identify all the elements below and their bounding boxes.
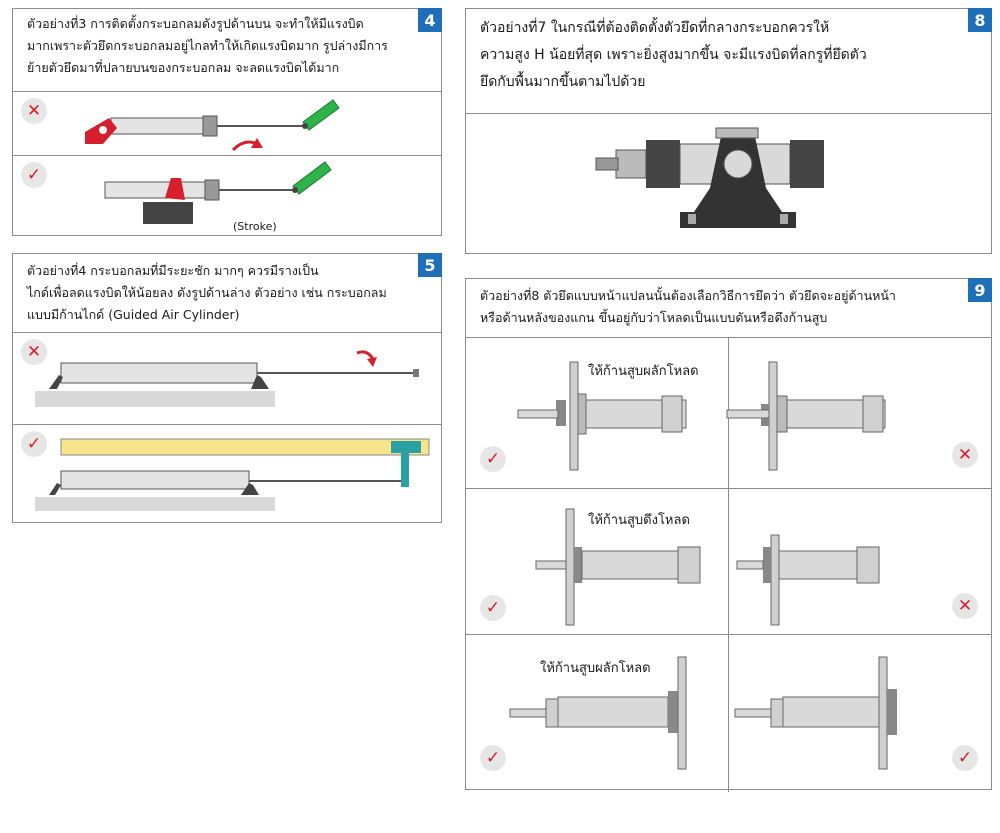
row-wrong: ✕ bbox=[13, 332, 441, 425]
guided-cylinder-correct-figure bbox=[35, 438, 430, 511]
correct-mark-icon: ✓ bbox=[952, 745, 978, 771]
stroke-label: (Stroke) bbox=[233, 220, 277, 233]
panel-caption: ตัวอย่างที่3 การติดตั้งกระบอกลมดังรูปด้า… bbox=[27, 16, 388, 75]
wrong-mark-icon: ✕ bbox=[21, 98, 47, 124]
panel-example-7: 8 ตัวอย่างที่7 ในกรณีที่ต้องติดตั้งตัวยึ… bbox=[465, 8, 992, 254]
panel-number: 8 bbox=[968, 8, 992, 32]
panel-caption: ตัวอย่างที่7 ในกรณีที่ต้องติดตั้งตัวยึดท… bbox=[480, 20, 867, 90]
correct-mark-icon: ✓ bbox=[480, 745, 506, 771]
grid-row-1: ให้ก้านสูบผลักโหลด ✓ ✕ bbox=[466, 338, 991, 488]
panel-example-8: 9 ตัวอย่างที่8 ตัวยึดแบบหน้าแปลนนั้นต้อง… bbox=[465, 278, 992, 792]
wrong-mark-icon: ✕ bbox=[952, 442, 978, 468]
correct-mark-icon: ✓ bbox=[480, 595, 506, 621]
panel-example-4: 5 ตัวอย่างที่4 กระบอกลมที่มีระยะชัก มากๆ… bbox=[12, 253, 442, 523]
panel-caption: ตัวอย่างที่8 ตัวยึดแบบหน้าแปลนนั้นต้องเล… bbox=[480, 288, 896, 325]
correct-mark-icon: ✓ bbox=[480, 446, 506, 472]
front-flange-push-figure bbox=[517, 361, 687, 471]
grid-row-2: ให้ก้านสูบดึงโหลด ✓ ✕ bbox=[466, 488, 991, 635]
correct-mark-icon: ✓ bbox=[21, 431, 47, 457]
long-stroke-wrong-figure bbox=[35, 350, 419, 407]
flange-grid: ให้ก้านสูบผลักโหลด ✓ ✕ ให้ก้าน bbox=[466, 337, 991, 792]
row-correct: ✓ bbox=[13, 424, 441, 525]
panel-caption: ตัวอย่างที่4 กระบอกลมที่มีระยะชัก มากๆ ค… bbox=[27, 263, 387, 322]
panel-number: 4 bbox=[418, 8, 442, 32]
row-label: ให้ก้านสูบดึงโหลด bbox=[588, 513, 690, 528]
panel-example-3: 4 ตัวอย่างที่3 การติดตั้งกระบอกลมดังรูปด… bbox=[12, 8, 442, 236]
panel-number: 5 bbox=[418, 253, 442, 277]
front-flange-pull-figure bbox=[736, 534, 880, 626]
cylinder-wrong-figure bbox=[85, 99, 340, 152]
rear-flange-push-figure bbox=[509, 656, 687, 770]
row-label: ให้ก้านสูบผลักโหลด bbox=[588, 364, 699, 379]
rear-flange-push-figure bbox=[726, 361, 886, 471]
grid-row-3: ให้ก้านสูบผลักโหลด ✓ ✓ bbox=[466, 634, 991, 793]
rear-flange-pull-figure bbox=[535, 508, 701, 626]
wrong-mark-icon: ✕ bbox=[21, 339, 47, 365]
rear-flange-push-alt-figure bbox=[734, 656, 897, 770]
correct-mark-icon: ✓ bbox=[21, 162, 47, 188]
center-trunnion-figure bbox=[595, 127, 824, 228]
cylinder-correct-figure bbox=[104, 161, 332, 224]
row-label: ให้ก้านสูบผลักโหลด bbox=[540, 661, 651, 676]
panel-number: 9 bbox=[968, 278, 992, 302]
row-wrong: ✕ bbox=[13, 91, 441, 156]
wrong-mark-icon: ✕ bbox=[952, 593, 978, 619]
row-figure bbox=[466, 113, 991, 256]
grid-divider bbox=[728, 338, 729, 792]
row-correct: ✓ (Stroke) bbox=[13, 155, 441, 238]
